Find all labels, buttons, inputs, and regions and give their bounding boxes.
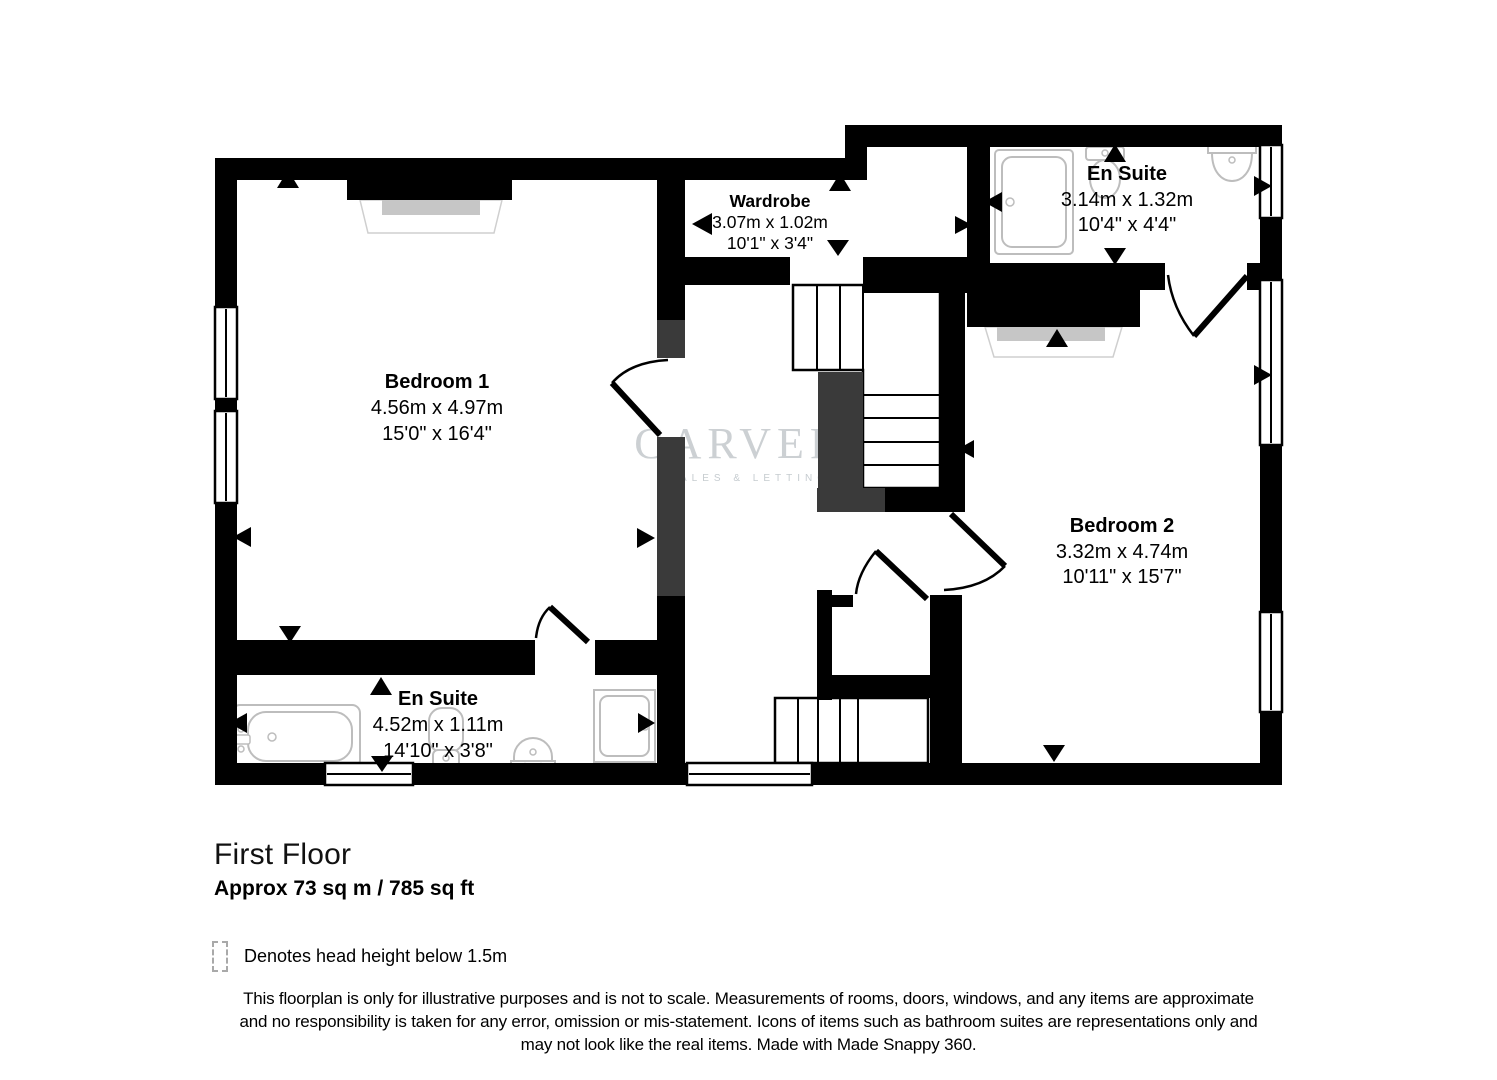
disclaimer-line-3: may not look like the real items. Made w… [520,1035,977,1054]
ensuite-bottom-label: En Suite 4.52m x 1.11m 14'10" x 3'8" [373,688,504,762]
ensuite-top-name: En Suite [1087,163,1167,185]
ensuite-bottom-name: En Suite [398,688,478,710]
legend: Denotes head height below 1.5m [212,941,507,972]
window-bedroom2-right-upper [1258,278,1284,447]
stairs-lower-flight [773,696,930,765]
door-bedroom2 [943,511,1008,592]
ensuite-top-label: En Suite 3.14m x 1.32m 10'4" x 4'4" [1061,163,1193,236]
bedroom2-name: Bedroom 2 [1070,515,1174,537]
ensuite-bottom-imperial: 14'10" x 3'8" [383,740,493,762]
window-bedroom2-right-lower [1258,610,1284,714]
door-closet [854,548,930,602]
floor-area: Approx 73 sq m / 785 sq ft [214,877,475,900]
ensuite-bottom-metric: 4.52m x 1.11m [373,714,504,736]
bedroom2-metric: 3.32m x 4.74m [1056,541,1188,563]
wardrobe-metric: 3.07m x 1.02m [712,212,828,232]
wardrobe-label: Wardrobe 3.07m x 1.02m 10'1" x 3'4" [712,191,828,253]
window-ensuite-bottom [323,761,415,787]
ensuite-top-imperial: 10'4" x 4'4" [1078,214,1177,236]
floor-title: First Floor [214,838,352,871]
disclaimer: This floorplan is only for illustrative … [0,987,1497,1056]
bedroom1-name: Bedroom 1 [385,371,489,393]
bedroom2-imperial: 10'11" x 15'7" [1062,566,1181,588]
door-ensuite-top [1166,274,1250,338]
door-ensuite-bottom [534,604,591,645]
legend-text: Denotes head height below 1.5m [244,946,508,966]
disclaimer-line-1: This floorplan is only for illustrative … [243,989,1254,1008]
door-bedroom1 [609,358,669,438]
builtin-wardrobe-bedroom1 [359,199,503,234]
window-landing-bottom [685,761,814,787]
bedroom1-label: Bedroom 1 4.56m x 4.97m 15'0" x 16'4" [371,371,503,445]
bedroom1-metric: 4.56m x 4.97m [371,397,503,419]
head-height-legend-icon [212,941,228,972]
bathtub-icon [231,704,361,769]
bedroom2-label: Bedroom 2 3.32m x 4.74m 10'11" x 15'7" [1056,515,1188,588]
low-walls [657,320,885,596]
direction-arrows [229,144,1272,772]
windows [213,143,1284,787]
window-bedroom1-left-lower [213,409,239,505]
wardrobe-name: Wardrobe [729,191,810,211]
watermark-tagline: SALES & LETTINGS [668,473,841,484]
floorplan-drawing: CARVERS SALES & LETTINGS [213,125,1284,787]
bedroom1-imperial: 15'0" x 16'4" [382,423,492,445]
window-bedroom1-left-upper [213,305,239,401]
wardrobe-imperial: 10'1" x 3'4" [727,233,813,253]
ensuite-top-metric: 3.14m x 1.32m [1061,189,1193,211]
disclaimer-line-2: and no responsibility is taken for any e… [239,1012,1258,1031]
